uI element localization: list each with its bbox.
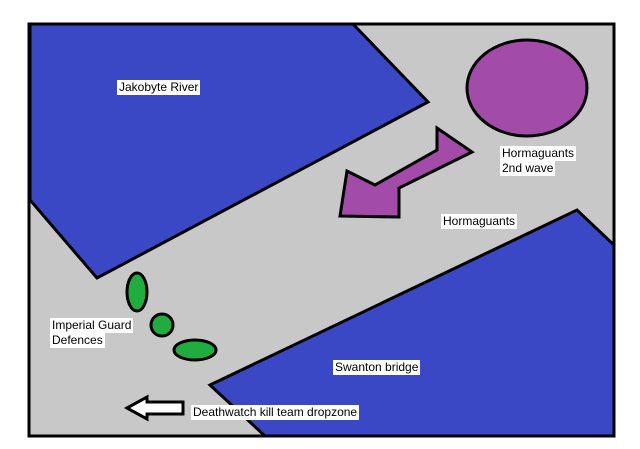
hormaguants-label: Hormaguants	[441, 214, 518, 229]
hormaguants-2nd-wave-label-line1: Hormaguants	[500, 146, 577, 161]
jakobyte-river-label: Jakobyte River	[117, 80, 201, 95]
swanton-bridge-label: Swanton bridge	[333, 360, 421, 375]
guard-defence-2	[149, 312, 175, 338]
dropzone-label: Deathwatch kill team dropzone	[191, 405, 360, 420]
hormaguants-advance-arrow	[338, 125, 475, 219]
hormaguants-2nd-wave-label-line2: 2nd wave	[500, 161, 556, 176]
dropzone-arrow	[123, 394, 185, 422]
guard-defence-1	[125, 271, 149, 313]
imperial-guard-label-line1: Imperial Guard	[50, 318, 134, 333]
imperial-guard-label-line2: Defences	[50, 333, 105, 348]
hormaguants-2nd-wave-marker	[465, 38, 589, 138]
guard-defence-3	[172, 338, 218, 362]
